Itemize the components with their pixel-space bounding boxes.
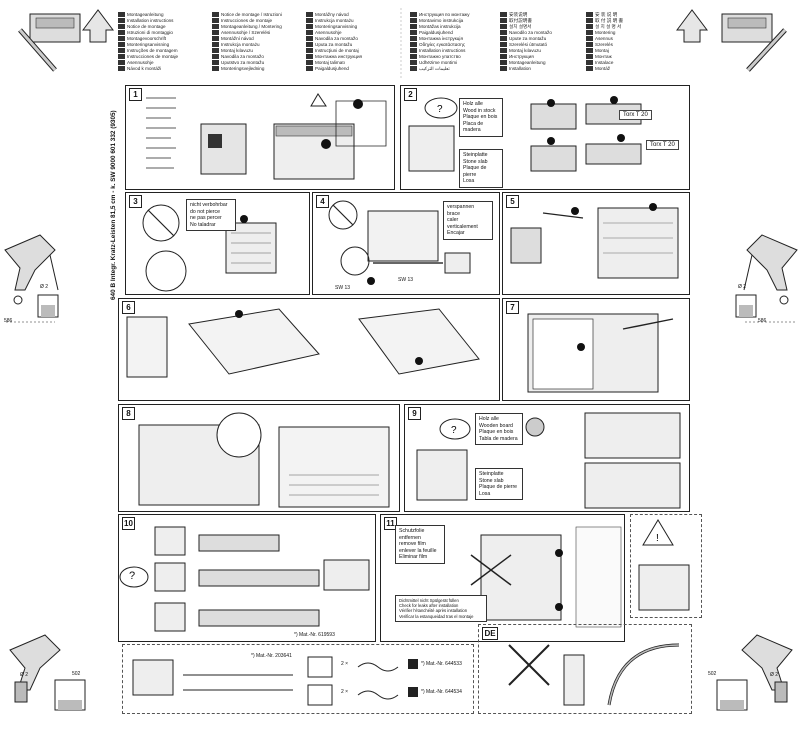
mat-number: *) Mat.-Nr. 619593 bbox=[294, 632, 335, 638]
panel-6: 6 bbox=[118, 298, 500, 401]
dia-bottom-left: Ø 2 bbox=[20, 672, 29, 678]
panel-number: 7 bbox=[506, 301, 519, 314]
panel-9-drawing: ? bbox=[416, 412, 681, 509]
dia-right: Ø 2 bbox=[738, 284, 747, 290]
dim-bottom-left: 502 bbox=[72, 671, 81, 677]
panel-1-drawing bbox=[146, 93, 387, 180]
question-mark: ? bbox=[129, 570, 136, 582]
warning-panel: ! bbox=[630, 514, 702, 618]
panel-number: 9 bbox=[408, 407, 421, 420]
torx-label-b: Torx T 20 bbox=[646, 140, 679, 150]
panel-de-drawing bbox=[508, 643, 680, 706]
qty-b: 2 × bbox=[341, 689, 349, 695]
panel-5-drawing bbox=[510, 203, 679, 279]
panel-number: 11 bbox=[384, 517, 397, 530]
hose-panel: *) Mat.-Nr. 203641 2 × 2 × *) Mat.-Nr. 6… bbox=[122, 644, 474, 714]
panel-number: 10 bbox=[122, 517, 135, 530]
panel-2-drawing: ? bbox=[408, 96, 642, 172]
panel-number: 8 bbox=[122, 407, 135, 420]
panel-de: DE bbox=[478, 624, 692, 714]
panel-8-drawing bbox=[138, 412, 390, 508]
hose-drawing bbox=[132, 656, 418, 706]
mat-number-hose: *) Mat.-Nr. 203641 bbox=[251, 653, 292, 659]
panel-number: 2 bbox=[404, 88, 417, 101]
wrench-size-b: SW 13 bbox=[398, 277, 414, 283]
panel-5: 5 bbox=[502, 192, 690, 295]
mat-number-b: *) Mat.-Nr. 644534 bbox=[421, 689, 462, 695]
panel-7-drawing bbox=[527, 313, 674, 393]
panel-number: 4 bbox=[316, 195, 329, 208]
panel-7: 7 bbox=[502, 298, 690, 401]
drill-left-icon bbox=[4, 234, 59, 323]
drill-right-icon bbox=[735, 234, 798, 323]
panel-11-drawing bbox=[470, 526, 622, 628]
panel-number: 6 bbox=[122, 301, 135, 314]
warning-drawing: ! bbox=[638, 519, 690, 611]
svg-text:?: ? bbox=[437, 104, 443, 115]
drill-bottom-right-icon bbox=[716, 634, 793, 711]
header-drawings bbox=[18, 8, 787, 78]
panel-number: 5 bbox=[506, 195, 519, 208]
svg-text:!: ! bbox=[656, 533, 659, 544]
panel-4-drawing bbox=[328, 200, 471, 285]
dim-left: 586 bbox=[4, 318, 13, 324]
header-strip: Montageanleitung Installation instructio… bbox=[0, 0, 802, 80]
panel-1: 1 bbox=[125, 85, 395, 190]
panel-10-drawing bbox=[119, 526, 370, 632]
panel-number: DE bbox=[482, 627, 498, 640]
wrench-size-a: SW 13 bbox=[335, 285, 351, 291]
panel-number: 3 bbox=[129, 195, 142, 208]
panel-10: 10 ? *) Mat.-Nr. 619593 bbox=[118, 514, 376, 642]
dim-bottom-right: 502 bbox=[708, 671, 717, 677]
svg-text:?: ? bbox=[451, 425, 457, 436]
dia-left: Ø 2 bbox=[40, 284, 49, 290]
torx-label-a: Torx T 20 bbox=[619, 110, 652, 120]
dia-bottom-right: Ø 2 bbox=[770, 672, 779, 678]
panel-number: 1 bbox=[129, 88, 142, 101]
panel-6-drawing bbox=[126, 308, 480, 378]
qty-a: 2 × bbox=[341, 661, 349, 667]
dim-right: 586 bbox=[758, 318, 767, 324]
vertical-title: 640 B Integr. Kratz-Leisten 81,5 cm - k.… bbox=[110, 110, 117, 300]
panel-8: 8 bbox=[118, 404, 400, 512]
mat-number-a: *) Mat.-Nr. 644533 bbox=[421, 661, 462, 667]
